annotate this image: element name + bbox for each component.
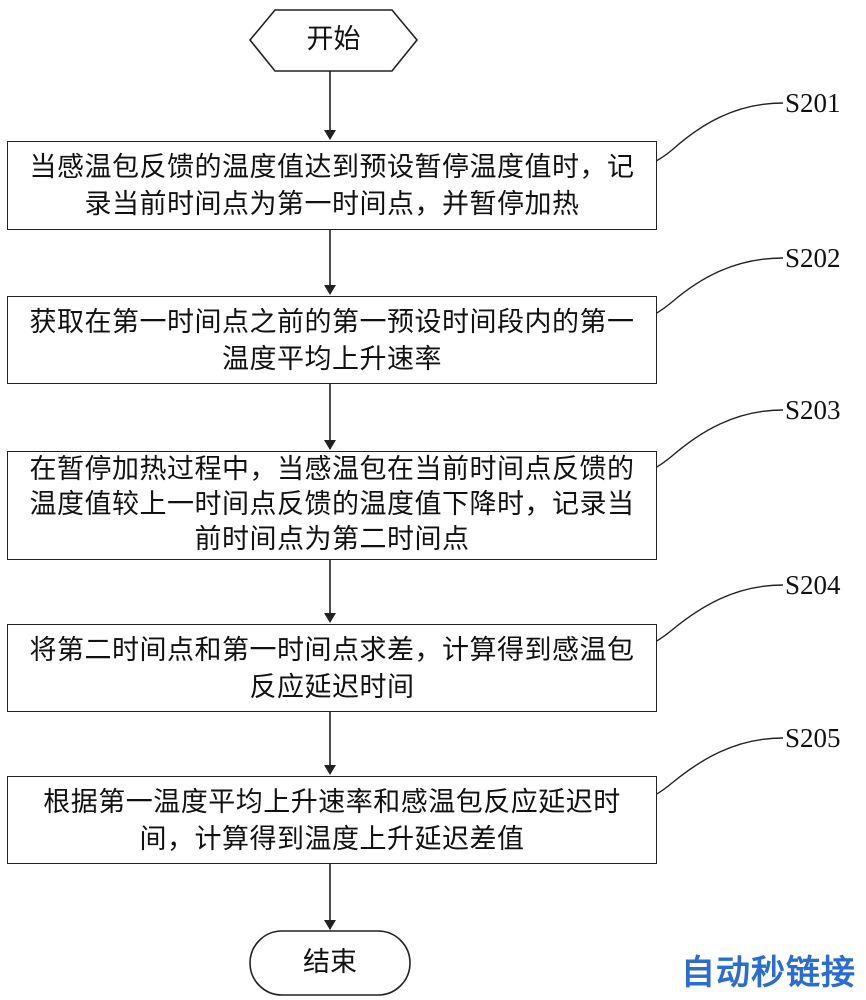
step-s205-line-2: 间，计算得到温度上升延迟差值 [139, 824, 525, 855]
step-box-s202: 获取在第一时间点之前的第一预设时间段内的第一 温度平均上升速率 [7, 296, 657, 384]
start-terminal [248, 9, 419, 72]
leader-line-s205 [637, 737, 784, 804]
start-label: 开始 [306, 24, 361, 55]
leader-line-s202 [637, 257, 784, 323]
step-s201-line-1: 当感温包反馈的温度值达到预设暂停温度值时，记 [29, 152, 635, 183]
leader-line-s204 [637, 584, 784, 651]
step-label-s203: S203 [785, 395, 841, 425]
watermark-logo: 自动秒链接 [681, 953, 856, 993]
step-box-s201: 当感温包反馈的温度值达到预设暂停温度值时，记 录当前时间点为第一时间点，并暂停加… [7, 141, 657, 230]
step-s203-line-2: 温度值较上一时间点反馈的温度值下降时，记录当 [29, 489, 635, 520]
step-box-s203: 在暂停加热过程中，当感温包在当前时间点反馈的 温度值较上一时间点反馈的温度值下降… [7, 451, 657, 560]
step-s202-line-1: 获取在第一时间点之前的第一预设时间段内的第一 [29, 307, 635, 338]
leader-line-s201 [637, 102, 784, 169]
step-label-s201: S201 [785, 88, 841, 118]
end-terminal [249, 930, 411, 996]
step-s202-line-2: 温度平均上升速率 [222, 344, 442, 375]
leader-line-s203 [637, 409, 784, 477]
step-s204-line-1: 将第二时间点和第一时间点求差，计算得到感温包 [29, 635, 635, 666]
step-s205-line-1: 根据第一温度平均上升速率和感温包反应延迟时 [43, 787, 621, 818]
step-label-s205: S205 [785, 723, 841, 753]
step-s201-line-2: 录当前时间点为第一时间点，并暂停加热 [84, 189, 580, 220]
step-s204-line-2: 反应延迟时间 [249, 672, 415, 703]
step-s203-line-1: 在暂停加热过程中，当感温包在当前时间点反馈的 [29, 454, 635, 485]
step-s203-line-3: 前时间点为第二时间点 [194, 524, 470, 555]
step-box-s205: 根据第一温度平均上升速率和感温包反应延迟时 间，计算得到温度上升延迟差值 [7, 776, 657, 864]
step-box-s204: 将第二时间点和第一时间点求差，计算得到感温包 反应延迟时间 [7, 624, 657, 712]
step-label-s202: S202 [785, 243, 841, 273]
end-label: 结束 [303, 947, 357, 978]
step-label-s204: S204 [785, 570, 841, 600]
